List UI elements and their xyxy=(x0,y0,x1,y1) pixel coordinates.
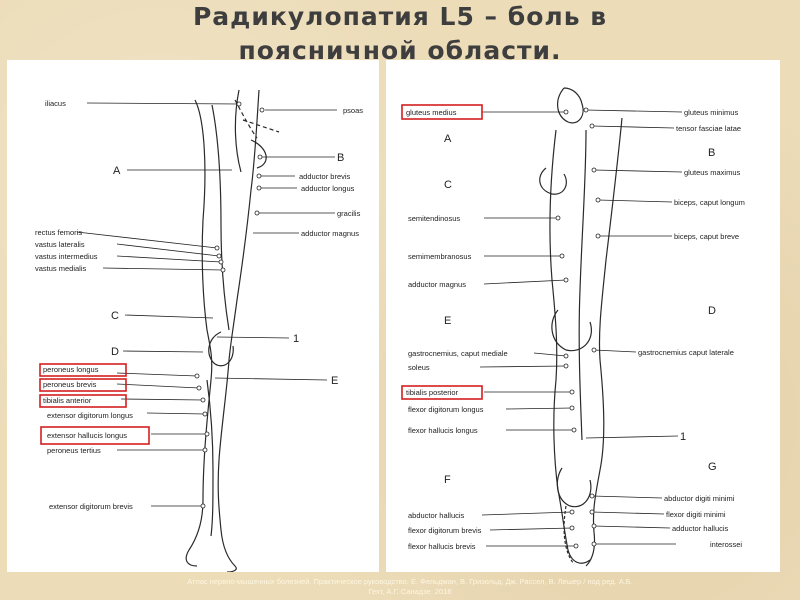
label-semitendinosus: semitendinosus xyxy=(408,214,460,223)
caption-line-2: Гехт, А.Г. Санадзе. 2016 xyxy=(368,587,452,596)
label-peroneus-brevis: peroneus brevis xyxy=(43,380,97,389)
letter-a: A xyxy=(113,165,121,177)
label-soleus: soleus xyxy=(408,363,430,372)
label-flexor-digitorum-brevis: flexor digitorum brevis xyxy=(408,526,482,535)
label-gluteus-medius: gluteus medius xyxy=(406,108,457,117)
label-peroneus-longus: peroneus longus xyxy=(43,365,99,374)
letter-e-post: E xyxy=(444,315,451,327)
label-abductor-hallucis: abductor hallucis xyxy=(408,511,465,520)
label-gluteus-minimus: gluteus minimus xyxy=(684,108,738,117)
letter-d-post: D xyxy=(708,305,716,317)
posterior-leg-diagram: gluteus medius semitendinosus semimembra… xyxy=(386,60,780,572)
label-adductor-brevis: adductor brevis xyxy=(299,172,351,181)
label-biceps-caput-longum: biceps, caput longum xyxy=(674,198,745,207)
label-peroneus-tertius: peroneus tertius xyxy=(47,446,101,455)
number-1-post: 1 xyxy=(680,431,686,443)
anterior-leg-svg: iliacus rectus femoris vastus lateralis … xyxy=(35,89,363,573)
anterior-nerve-dots xyxy=(194,101,265,509)
letter-b-post: B xyxy=(708,147,715,159)
anterior-leader-lines xyxy=(76,102,337,507)
anterior-leg-diagram: iliacus rectus femoris vastus lateralis … xyxy=(7,60,379,573)
label-gluteus-maximus: gluteus maximus xyxy=(684,168,741,177)
label-tensor-fasciae-latae: tensor fasciae latae xyxy=(676,124,741,133)
label-flexor-digiti-minimi: flexor digiti minimi xyxy=(666,510,726,519)
number-1: 1 xyxy=(293,333,299,345)
label-semimembranosus: semimembranosus xyxy=(408,252,472,261)
label-flexor-hallucis-brevis: flexor hallucis brevis xyxy=(408,542,476,551)
letter-c: C xyxy=(111,310,119,322)
label-extensor-digitorum-longus: extensor digitorum longus xyxy=(47,411,133,420)
title-line-1: Радикулопатия L5 – боль в xyxy=(192,2,608,31)
source-caption: Атлас нервно-мышечных болезней. Практиче… xyxy=(60,577,760,597)
letter-e: E xyxy=(331,375,338,387)
letter-f-post: F xyxy=(444,474,451,486)
posterior-highlight-boxes xyxy=(401,104,483,400)
label-adductor-longus: adductor longus xyxy=(301,184,355,193)
posterior-nerve-dots xyxy=(555,107,601,549)
posterior-leader-lines xyxy=(479,109,683,547)
label-rectus-femoris: rectus femoris xyxy=(35,228,82,237)
label-vastus-medialis: vastus medialis xyxy=(35,264,87,273)
label-biceps-caput-breve: biceps, caput breve xyxy=(674,232,739,241)
letter-a-post: A xyxy=(444,133,452,145)
posterior-leg-svg: gluteus medius semitendinosus semimembra… xyxy=(401,87,745,567)
anterior-highlight-boxes xyxy=(39,363,150,445)
label-adductor-hallucis: adductor hallucis xyxy=(672,524,729,533)
label-flexor-digitorum-longus: flexor digitorum longus xyxy=(408,405,484,414)
letter-d: D xyxy=(111,346,119,358)
label-extensor-hallucis-longus: extensor hallucis longus xyxy=(47,431,127,440)
slide-title: Радикулопатия L5 – боль в поясничной обл… xyxy=(0,0,800,68)
label-extensor-digitorum-brevis: extensor digitorum brevis xyxy=(49,502,133,511)
label-vastus-lateralis: vastus lateralis xyxy=(35,240,85,249)
label-flexor-hallucis-longus: flexor hallucis longus xyxy=(408,426,478,435)
label-tibialis-posterior: tibialis posterior xyxy=(406,388,459,397)
letter-g-post: G xyxy=(708,461,717,473)
label-interossei: interossei xyxy=(710,540,742,549)
label-psoas: psoas xyxy=(343,106,363,115)
letter-c-post: C xyxy=(444,179,452,191)
caption-line-1: Атлас нервно-мышечных болезней. Практиче… xyxy=(187,577,633,586)
label-gastrocnemius-caput-laterale: gastrocnemius caput laterale xyxy=(638,348,734,357)
label-adductor-magnus: adductor magnus xyxy=(301,229,359,238)
letter-b: B xyxy=(337,152,344,164)
label-gracilis: gracilis xyxy=(337,209,361,218)
label-abductor-digiti-minimi: abductor digiti minimi xyxy=(664,494,735,503)
label-tibialis-anterior: tibialis anterior xyxy=(43,396,92,405)
anterior-leg-outline xyxy=(185,89,280,573)
posterior-leg-outline xyxy=(539,87,623,567)
label-adductor-magnus-post: adductor magnus xyxy=(408,280,466,289)
label-iliacus: iliacus xyxy=(45,99,66,108)
label-gastrocnemius-caput-mediale: gastrocnemius, caput mediale xyxy=(408,349,508,358)
label-vastus-intermedius: vastus intermedius xyxy=(35,252,98,261)
